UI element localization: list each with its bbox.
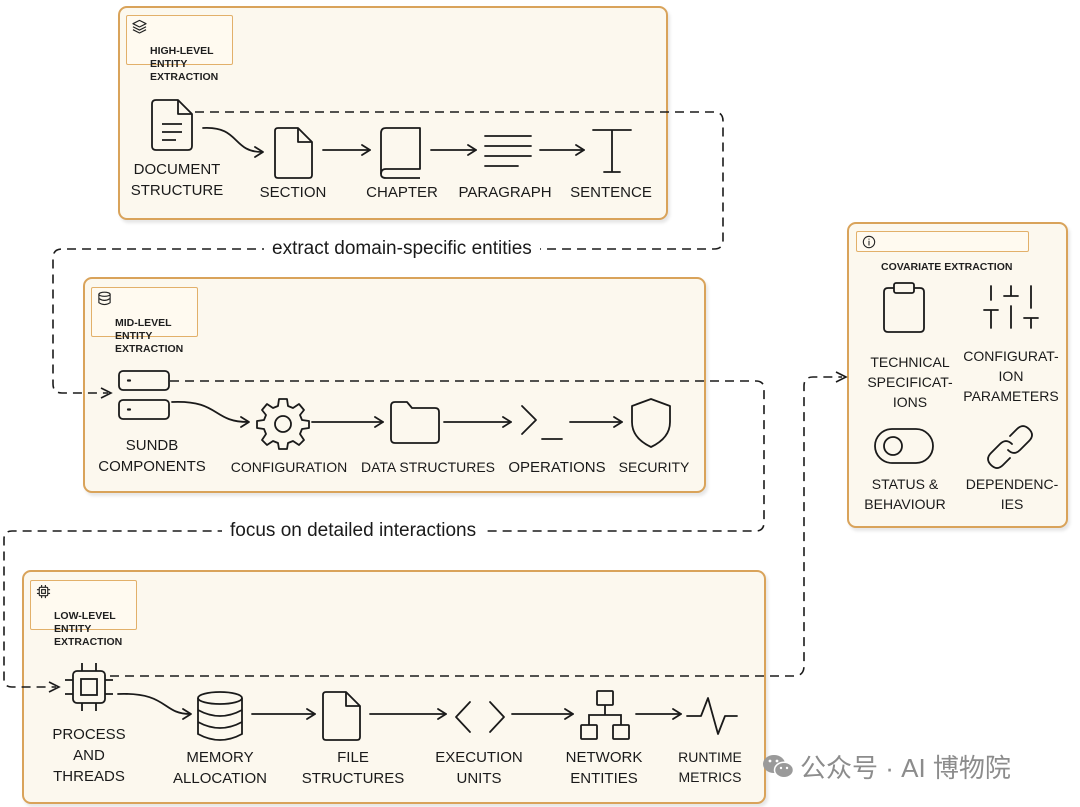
node-paragraph: PARAGRAPH bbox=[458, 184, 552, 201]
node-network-entities: NETWORK ENTITIES bbox=[565, 749, 643, 787]
text-type-icon bbox=[592, 129, 632, 173]
document-icon bbox=[151, 99, 193, 151]
node-runtime-metrics: RUNTIME METRICS bbox=[678, 749, 742, 785]
high-level-tag: HIGH-LEVEL ENTITY EXTRACTION bbox=[126, 15, 233, 83]
connector-label-extract-domain: extract domain-specific entities bbox=[264, 238, 540, 260]
watermark-text: 公众号 · AI 博物院 bbox=[800, 753, 1011, 783]
covariate-panel bbox=[847, 222, 1068, 528]
code-brackets-icon bbox=[455, 701, 505, 733]
low-level-panel bbox=[22, 570, 766, 804]
node-file-structures: FILE STRUCTURES bbox=[301, 749, 405, 787]
folder-icon bbox=[390, 401, 440, 444]
file-icon bbox=[322, 691, 361, 741]
covariate-tag: COVARIATE EXTRACTION bbox=[856, 231, 1029, 273]
wechat-icon bbox=[763, 754, 794, 779]
node-document-structure: DOCUMENT STRUCTURE bbox=[130, 161, 224, 199]
node-execution-units: EXECUTION UNITS bbox=[435, 749, 523, 787]
node-sundb-components: SUNDB COMPONENTS bbox=[98, 437, 206, 475]
node-security: SECURITY bbox=[618, 459, 690, 475]
activity-pulse-icon bbox=[686, 697, 738, 735]
node-chapter: CHAPTER bbox=[366, 184, 438, 201]
low-level-title: LOW-LEVEL ENTITY EXTRACTION bbox=[54, 610, 123, 648]
node-process-and-threads: PROCESS AND THREADS bbox=[52, 726, 126, 785]
connector-label-focus-detailed: focus on detailed interactions bbox=[222, 520, 485, 542]
cpu-chip-icon bbox=[36, 584, 51, 599]
covariate-configuration-parameters: CONFIGURAT- ION PARAMETERS bbox=[963, 348, 1059, 404]
layers-icon bbox=[132, 19, 147, 34]
covariate-title: COVARIATE EXTRACTION bbox=[881, 261, 1013, 273]
covariate-status-behaviour: STATUS & BEHAVIOUR bbox=[864, 476, 946, 512]
toggle-switch-icon bbox=[874, 428, 934, 464]
database-icon bbox=[98, 291, 111, 306]
watermark: 公众号 · AI 博物院 bbox=[762, 748, 1011, 785]
book-icon bbox=[380, 127, 421, 179]
covariate-technical-specifications: TECHNICAL SPECIFICAT- IONS bbox=[867, 354, 953, 410]
mid-level-title: MID-LEVEL ENTITY EXTRACTION bbox=[115, 317, 184, 355]
server-components-icon bbox=[118, 370, 170, 420]
low-level-tag: LOW-LEVEL ENTITY EXTRACTION bbox=[30, 580, 137, 648]
node-sentence: SENTENCE bbox=[570, 184, 652, 201]
terminal-prompt-icon bbox=[521, 405, 563, 440]
shield-icon bbox=[631, 398, 671, 448]
mid-level-tag: MID-LEVEL ENTITY EXTRACTION bbox=[91, 287, 198, 355]
node-data-structures: DATA STRUCTURES bbox=[360, 459, 496, 475]
sliders-icon bbox=[983, 285, 1039, 329]
link-chain-icon bbox=[987, 425, 1033, 469]
node-operations: OPERATIONS bbox=[508, 459, 606, 476]
clipboard-icon bbox=[883, 282, 925, 333]
section-file-icon bbox=[274, 127, 313, 179]
covariate-dependencies: DEPENDENC- IES bbox=[965, 476, 1059, 512]
database-memory-icon bbox=[197, 691, 243, 741]
node-memory-allocation: MEMORY ALLOCATION bbox=[173, 749, 267, 787]
info-icon bbox=[862, 235, 876, 249]
cpu-process-icon bbox=[65, 663, 113, 711]
high-level-title: HIGH-LEVEL ENTITY EXTRACTION bbox=[150, 45, 219, 83]
network-hierarchy-icon bbox=[580, 690, 630, 740]
gear-icon bbox=[256, 398, 310, 450]
paragraph-lines-icon bbox=[484, 135, 532, 167]
node-section: SECTION bbox=[259, 184, 327, 201]
node-configuration: CONFIGURATION bbox=[230, 459, 348, 475]
